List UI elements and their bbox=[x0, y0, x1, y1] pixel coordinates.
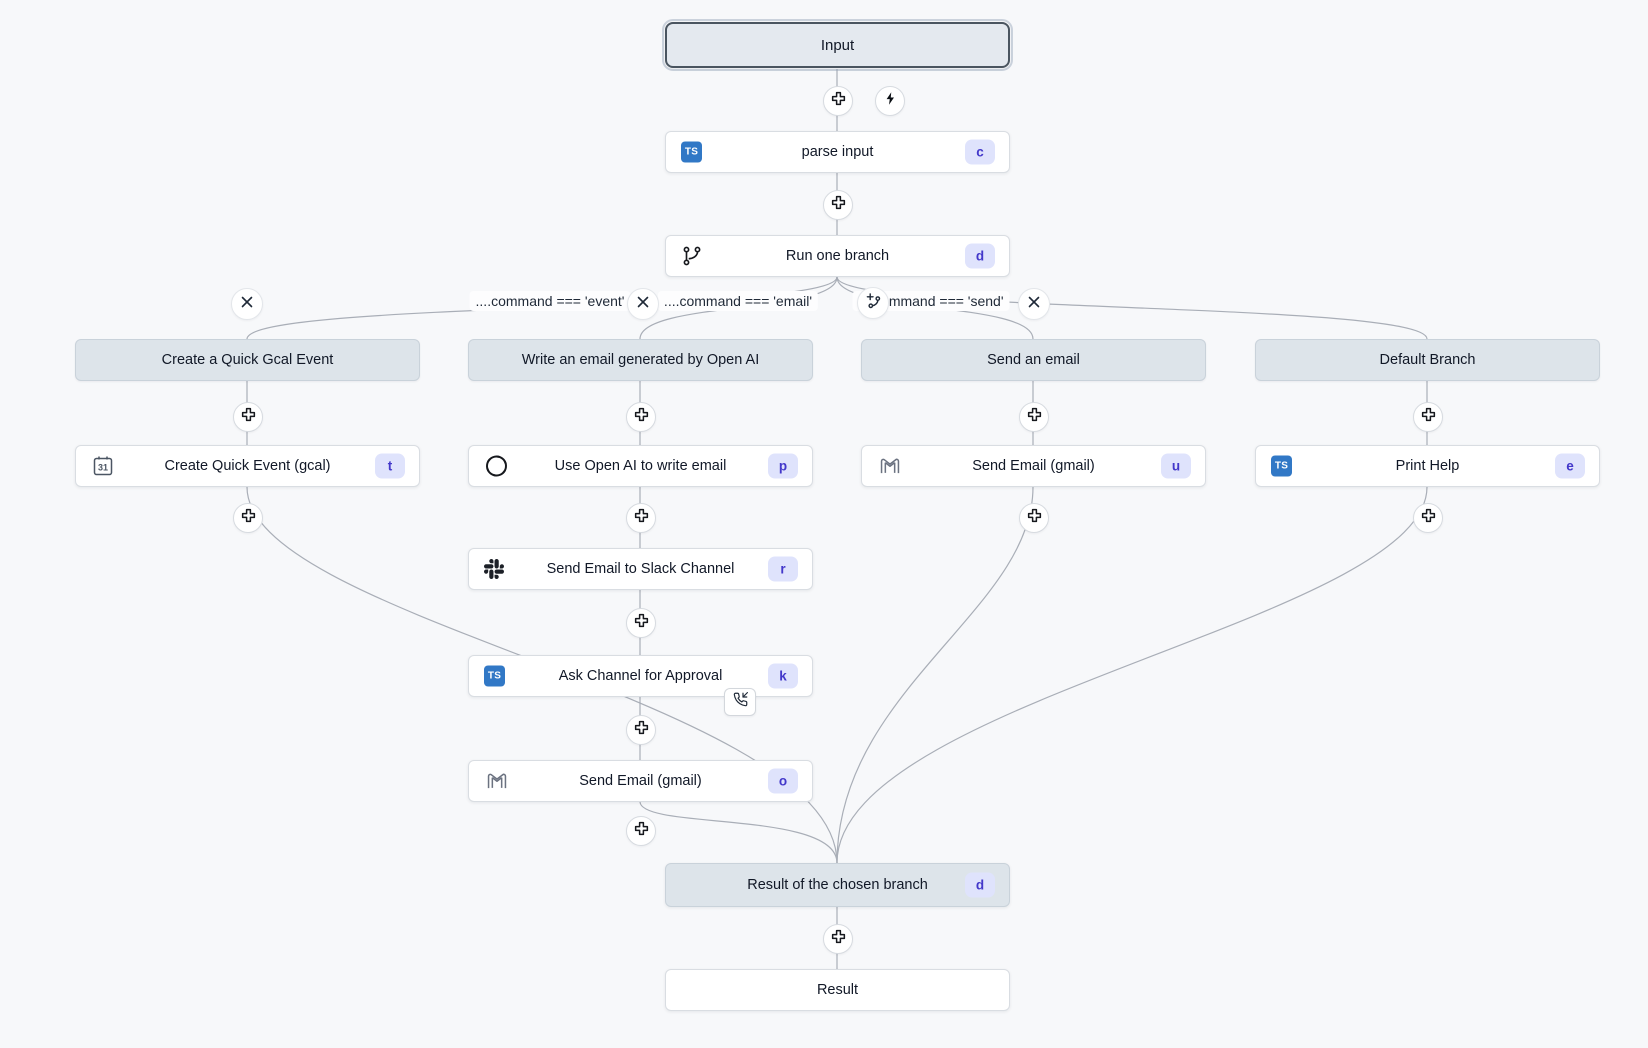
node-label: Run one branch bbox=[785, 248, 890, 264]
node-label: Send Email to Slack Channel bbox=[546, 561, 735, 577]
branch-header-2[interactable]: Write an email generated by Open AI bbox=[468, 339, 813, 381]
edge-merge-2 bbox=[639, 801, 838, 864]
typescript-icon: TS bbox=[681, 141, 702, 163]
close-icon bbox=[240, 295, 254, 314]
gmail-icon bbox=[484, 768, 510, 794]
step-node-send-email-gmail[interactable]: Send Email (gmail) u bbox=[861, 445, 1206, 487]
node-label: Result of the chosen branch bbox=[747, 877, 928, 893]
step-node-create-quick-event[interactable]: 31 Create Quick Event (gcal) t bbox=[75, 445, 420, 487]
branch-add-icon bbox=[865, 292, 882, 314]
lightning-icon bbox=[883, 91, 898, 111]
plus-icon bbox=[633, 507, 650, 529]
step-node-openai-write-email[interactable]: Use Open AI to write email p bbox=[468, 445, 813, 487]
add-step-button[interactable] bbox=[626, 402, 656, 432]
add-step-button[interactable] bbox=[626, 608, 656, 638]
step-node-parse-input[interactable]: TS parse input c bbox=[665, 131, 1010, 173]
branch-header-label: Send an email bbox=[987, 352, 1080, 368]
branch-header-4[interactable]: Default Branch bbox=[1255, 339, 1600, 381]
node-label: Send Email (gmail) bbox=[972, 458, 1095, 474]
phone-incoming-icon bbox=[733, 692, 748, 712]
plus-icon bbox=[830, 194, 847, 216]
plus-icon bbox=[830, 928, 847, 950]
plus-icon bbox=[1026, 507, 1043, 529]
step-id-badge: c bbox=[965, 139, 995, 165]
node-label: Create Quick Event (gcal) bbox=[164, 458, 331, 474]
input-node[interactable]: Input bbox=[662, 19, 1013, 71]
step-id-badge: p bbox=[768, 453, 798, 479]
node-label: Use Open AI to write email bbox=[554, 458, 727, 474]
node-label: parse input bbox=[801, 144, 874, 160]
add-step-button[interactable] bbox=[823, 190, 853, 220]
add-step-button[interactable] bbox=[626, 503, 656, 533]
add-step-button[interactable] bbox=[823, 924, 853, 954]
slack-icon bbox=[484, 559, 504, 579]
add-step-button[interactable] bbox=[1413, 503, 1443, 533]
plus-icon bbox=[633, 820, 650, 842]
plus-icon bbox=[633, 406, 650, 428]
plus-icon bbox=[830, 90, 847, 112]
add-step-button[interactable] bbox=[626, 816, 656, 846]
openai-icon bbox=[484, 454, 509, 479]
node-label: Print Help bbox=[1395, 458, 1460, 474]
add-step-button[interactable] bbox=[233, 402, 263, 432]
step-id-badge: r bbox=[768, 556, 798, 582]
plus-icon bbox=[240, 507, 257, 529]
add-step-button[interactable] bbox=[1413, 402, 1443, 432]
add-step-button[interactable] bbox=[626, 715, 656, 745]
step-id-badge: k bbox=[768, 663, 798, 689]
add-step-button[interactable] bbox=[1019, 503, 1049, 533]
calendar-icon: 31 bbox=[91, 454, 115, 478]
node-label: Input bbox=[820, 36, 855, 54]
step-id-badge: u bbox=[1161, 453, 1191, 479]
branch-node-run-one-branch[interactable]: Run one branch d bbox=[665, 235, 1010, 277]
branch-condition-label: ....command === 'send' bbox=[852, 291, 1010, 311]
branch-header-label: Default Branch bbox=[1379, 352, 1476, 368]
step-id-badge: e bbox=[1555, 453, 1585, 479]
branch-header-label: Write an email generated by Open AI bbox=[521, 352, 760, 368]
svg-text:31: 31 bbox=[98, 463, 108, 473]
branch-header-label: Create a Quick Gcal Event bbox=[161, 352, 334, 368]
step-node-print-help[interactable]: TS Print Help e bbox=[1255, 445, 1600, 487]
remove-branch-button[interactable] bbox=[1018, 288, 1050, 320]
step-id-badge: d bbox=[965, 872, 995, 898]
plus-icon bbox=[1026, 406, 1043, 428]
typescript-icon: TS bbox=[1271, 455, 1292, 477]
remove-branch-button[interactable] bbox=[231, 288, 263, 320]
node-label: Result bbox=[816, 982, 859, 998]
step-id-badge: o bbox=[768, 768, 798, 794]
add-step-button[interactable] bbox=[823, 86, 853, 116]
plus-icon bbox=[633, 719, 650, 741]
close-icon bbox=[1027, 295, 1041, 314]
branch-result-node[interactable]: Result of the chosen branch d bbox=[665, 863, 1010, 907]
step-node-send-email-slack[interactable]: Send Email to Slack Channel r bbox=[468, 548, 813, 590]
edge-merge-3 bbox=[836, 486, 1034, 864]
suspend-indicator bbox=[724, 688, 756, 716]
branch-condition-label: ....command === 'event' bbox=[469, 291, 631, 311]
close-icon bbox=[636, 295, 650, 314]
add-step-button[interactable] bbox=[233, 503, 263, 533]
plus-icon bbox=[633, 612, 650, 634]
step-id-badge: d bbox=[965, 243, 995, 269]
step-node-ask-channel-approval[interactable]: TS Ask Channel for Approval k bbox=[468, 655, 813, 697]
plus-icon bbox=[240, 406, 257, 428]
trigger-button[interactable] bbox=[875, 86, 905, 116]
step-id-badge: t bbox=[375, 453, 405, 479]
add-step-button[interactable] bbox=[1019, 402, 1049, 432]
add-branch-button[interactable] bbox=[857, 287, 889, 319]
branch-condition-label: ....command === 'email' bbox=[657, 291, 819, 311]
step-node-send-email-gmail-approval[interactable]: Send Email (gmail) o bbox=[468, 760, 813, 802]
node-label: Ask Channel for Approval bbox=[558, 668, 723, 684]
git-branch-icon bbox=[681, 245, 703, 267]
plus-icon bbox=[1420, 406, 1437, 428]
branch-header-3[interactable]: Send an email bbox=[861, 339, 1206, 381]
edge-merge-4 bbox=[836, 486, 1428, 864]
remove-branch-button[interactable] bbox=[627, 288, 659, 320]
gmail-icon bbox=[877, 453, 903, 479]
typescript-icon: TS bbox=[484, 665, 505, 687]
node-label: Send Email (gmail) bbox=[579, 773, 702, 789]
plus-icon bbox=[1420, 507, 1437, 529]
branch-header-1[interactable]: Create a Quick Gcal Event bbox=[75, 339, 420, 381]
result-node[interactable]: Result bbox=[665, 969, 1010, 1011]
